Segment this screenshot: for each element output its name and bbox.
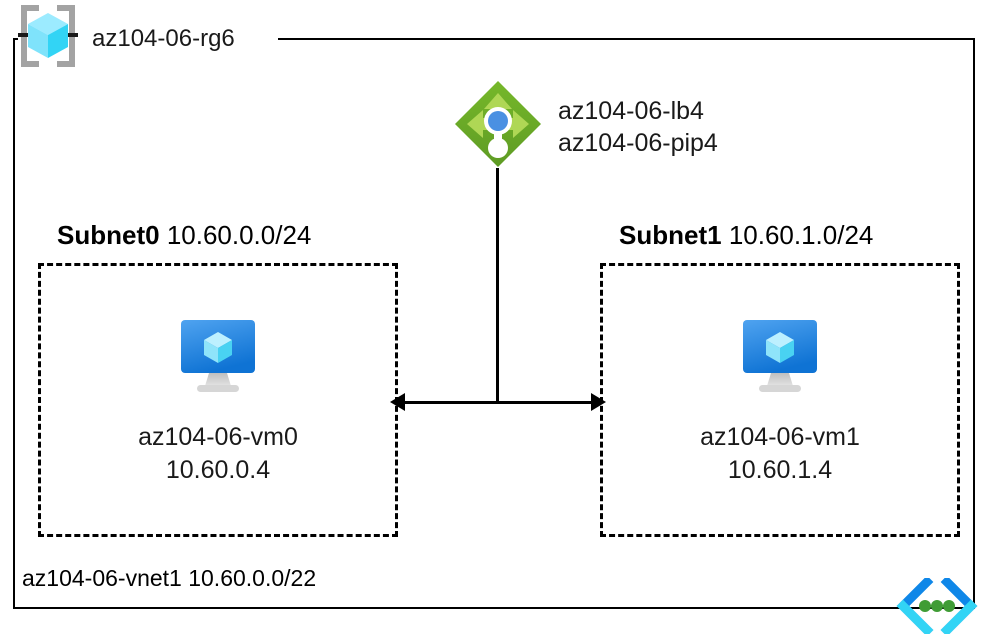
virtual-machine-icon [173, 316, 263, 403]
subnet1-vm-ip: 10.60.1.4 [727, 455, 833, 484]
subnet1-box: az104-06-vm1 10.60.1.4 [600, 263, 960, 537]
subnet0-name: Subnet0 [57, 220, 160, 250]
vnet-border-right [973, 38, 975, 609]
vnet-border-bottom [13, 607, 975, 609]
virtual-machine-icon [735, 316, 825, 403]
subnet0-vm-name: az104-06-vm0 [138, 423, 298, 451]
public-ip-name: az104-06-pip4 [558, 128, 718, 157]
subnet1-cidr: 10.60.1.0/24 [728, 220, 874, 250]
subnet0-caption: Subnet0 10.60.0.0/24 [57, 220, 311, 251]
subnet1-caption: Subnet1 10.60.1.0/24 [619, 220, 873, 251]
load-balancer-connector-line [496, 168, 499, 403]
subnet1-name: Subnet1 [619, 220, 722, 250]
subnet1-vm-labels: az104-06-vm1 10.60.1.4 [700, 421, 860, 486]
resource-group-header: az104-06-rg6 [14, 2, 235, 75]
subnet0-vm-labels: az104-06-vm0 10.60.0.4 [138, 421, 298, 486]
vnet-border-left [13, 38, 15, 609]
vnet-border-top-right-segment [278, 38, 975, 40]
subnet1-vm-name: az104-06-vm1 [700, 423, 860, 451]
load-balancer-group: az104-06-lb4 az104-06-pip4 [452, 78, 718, 175]
load-balancer-name: az104-06-lb4 [558, 96, 704, 125]
resource-group-cube-icon [14, 2, 82, 75]
subnet-link-line [398, 401, 598, 404]
vnet-border-top-left-stub [13, 38, 18, 40]
subnet0-vm-ip: 10.60.0.4 [165, 455, 271, 484]
load-balancer-labels: az104-06-lb4 az104-06-pip4 [558, 95, 718, 159]
subnet0-cidr: 10.60.0.0/24 [166, 220, 312, 250]
resource-group-label: az104-06-rg6 [92, 24, 235, 52]
load-balancer-icon [452, 78, 544, 175]
virtual-network-icon [893, 575, 981, 639]
subnet0-box: az104-06-vm0 10.60.0.4 [38, 263, 398, 537]
vnet-label: az104-06-vnet1 10.60.0.0/22 [22, 565, 317, 591]
